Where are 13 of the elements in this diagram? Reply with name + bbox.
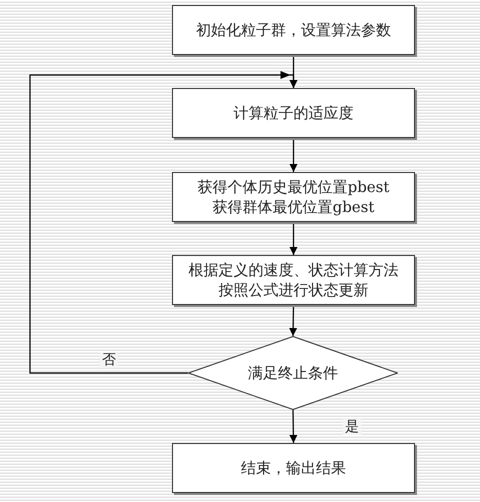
process-box: 获得个体历史最优位置pbest 获得群体最优位置gbest <box>172 172 415 222</box>
process-box: 初始化粒子群，设置算法参数 <box>172 5 415 55</box>
process-box: 结束，输出结果 <box>172 443 415 493</box>
arrow <box>290 222 298 255</box>
arrow <box>290 138 298 172</box>
process-box: 根据定义的速度、状态计算方法按照公式进行状态更新 <box>172 255 415 305</box>
arrow <box>289 304 298 336</box>
arrow <box>29 71 298 374</box>
edge-label: 否 <box>100 352 118 368</box>
diamond-text: 满足终止条件 <box>248 363 338 383</box>
process-box: 计算粒子的适应度 <box>172 88 415 138</box>
edge-label: 是 <box>343 419 361 435</box>
arrow <box>289 410 298 443</box>
